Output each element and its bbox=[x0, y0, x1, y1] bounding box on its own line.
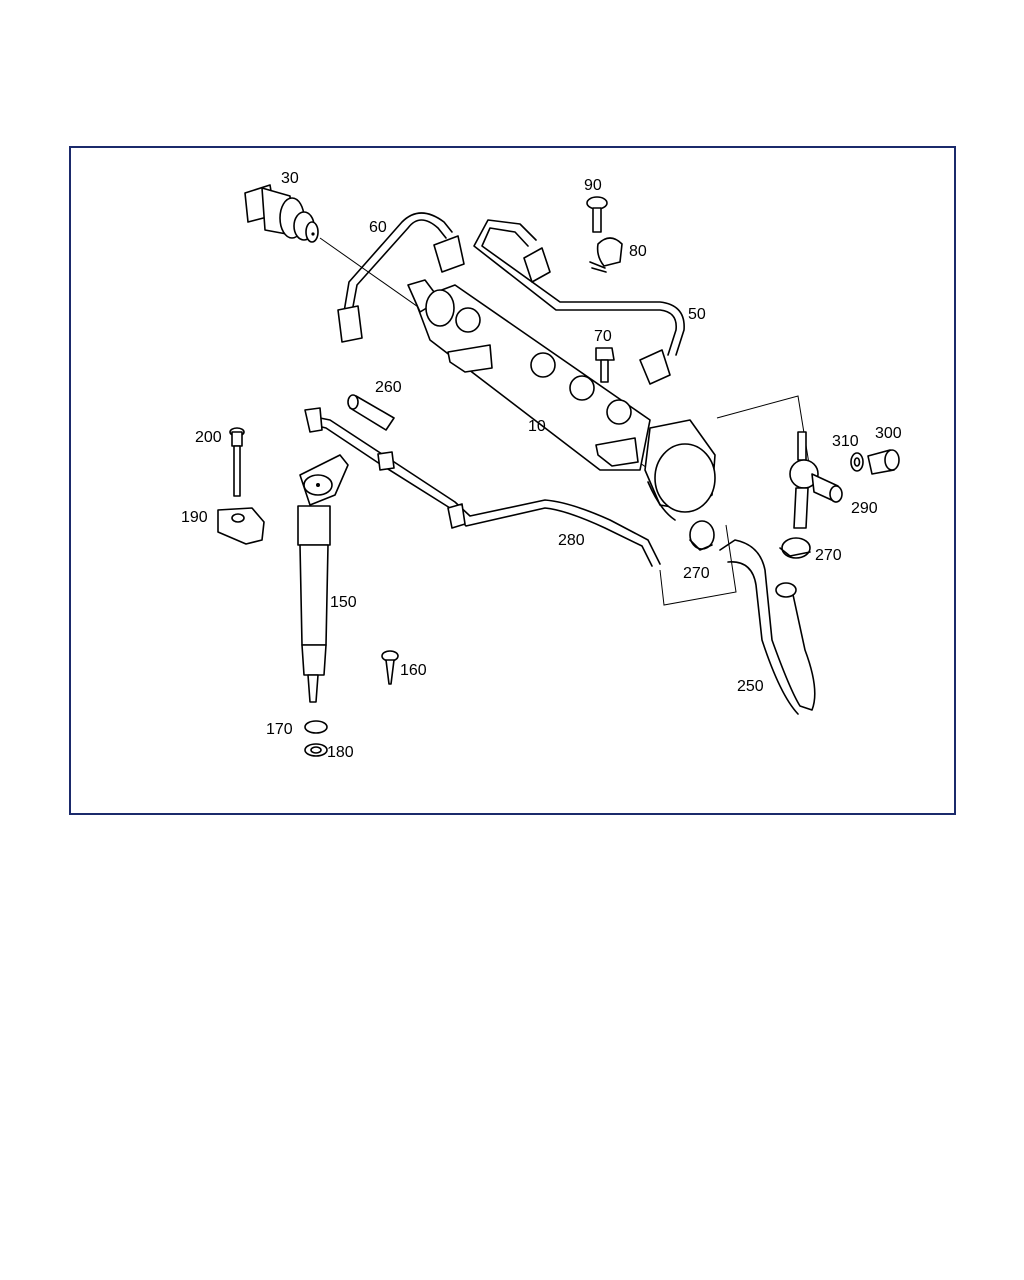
pressure-sensor-part[interactable] bbox=[244, 184, 319, 243]
claw-190-part[interactable] bbox=[217, 507, 265, 545]
callout-190: 190 bbox=[181, 509, 208, 526]
hose-clamp-270a-part[interactable] bbox=[689, 520, 715, 551]
injection-line-60-part[interactable] bbox=[337, 212, 465, 343]
seal-170-part[interactable] bbox=[304, 720, 328, 734]
fuel-rail-part[interactable] bbox=[407, 279, 716, 521]
callout-270-left: 270 bbox=[683, 565, 710, 582]
callout-10: 10 bbox=[528, 418, 546, 435]
banjo-bolt-300-part[interactable] bbox=[867, 449, 900, 475]
leak-off-line-280-part[interactable] bbox=[304, 407, 661, 567]
callout-70: 70 bbox=[594, 328, 612, 345]
hose-clamp-270b-part[interactable] bbox=[779, 537, 811, 559]
return-hose-250-part[interactable] bbox=[719, 539, 816, 715]
callout-90: 90 bbox=[584, 177, 602, 194]
callout-290: 290 bbox=[851, 500, 878, 517]
bolt-90-part[interactable] bbox=[586, 196, 608, 233]
callout-60: 60 bbox=[369, 219, 387, 236]
diagram-frame bbox=[69, 146, 956, 815]
screw-160-part[interactable] bbox=[381, 650, 399, 685]
callout-280: 280 bbox=[558, 532, 585, 549]
callout-260: 260 bbox=[375, 379, 402, 396]
callout-270-right: 270 bbox=[815, 547, 842, 564]
callout-50: 50 bbox=[688, 306, 706, 323]
clamp-80-part[interactable] bbox=[589, 237, 623, 273]
t-fitting-290-part[interactable] bbox=[789, 431, 843, 529]
sleeve-260-part[interactable] bbox=[347, 394, 395, 431]
callout-300: 300 bbox=[875, 425, 902, 442]
callout-200: 200 bbox=[195, 429, 222, 446]
injector-150-part[interactable] bbox=[297, 454, 349, 703]
bolt-200-part[interactable] bbox=[229, 427, 245, 497]
callout-310: 310 bbox=[832, 433, 859, 450]
injection-line-50-part[interactable] bbox=[473, 219, 685, 385]
callout-150: 150 bbox=[330, 594, 357, 611]
bolt-70-part[interactable] bbox=[595, 347, 615, 383]
callout-160: 160 bbox=[400, 662, 427, 679]
callout-180: 180 bbox=[327, 744, 354, 761]
callout-250: 250 bbox=[737, 678, 764, 695]
callout-30: 30 bbox=[281, 170, 299, 187]
callout-80: 80 bbox=[629, 243, 647, 260]
callout-170: 170 bbox=[266, 721, 293, 738]
washer-310-part[interactable] bbox=[850, 452, 864, 472]
seal-180-part[interactable] bbox=[304, 743, 328, 757]
